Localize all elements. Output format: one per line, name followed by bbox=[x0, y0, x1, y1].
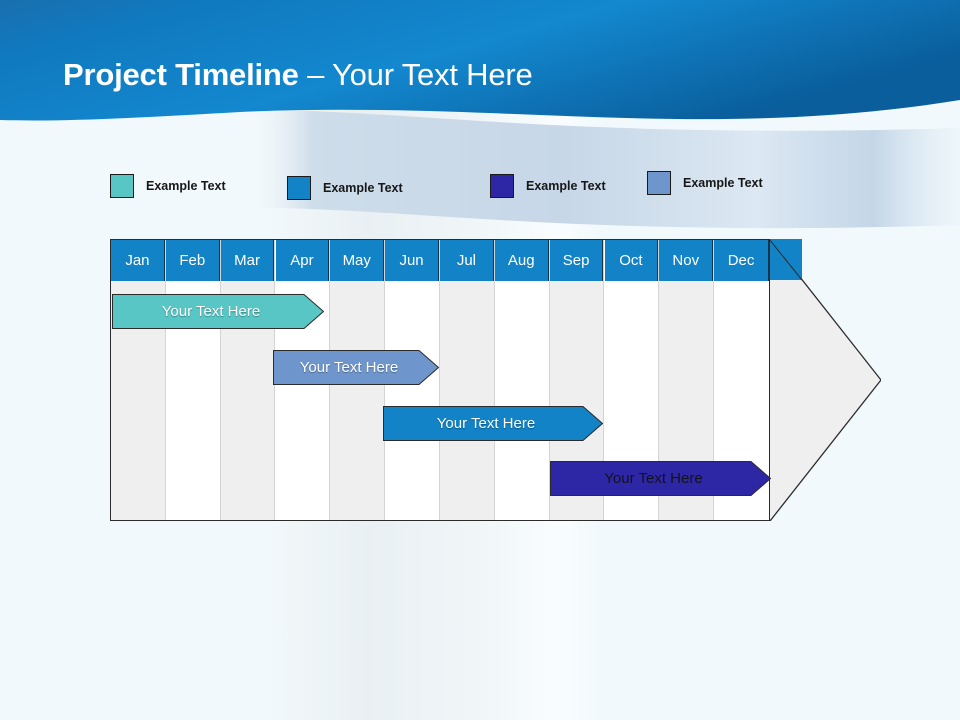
task-bar-shape bbox=[273, 350, 439, 385]
task-bar-label: Your Text Here bbox=[299, 359, 399, 376]
task-bar-label: Your Text Here bbox=[436, 415, 536, 432]
legend-item-1[interactable]: Example Text bbox=[110, 172, 226, 200]
task-bar-label: Your Text Here bbox=[161, 303, 261, 320]
page-title: Project Timeline – Your Text Here bbox=[63, 57, 533, 93]
timeline-column-jul: Jul bbox=[440, 240, 495, 520]
legend-item-4[interactable]: Example Text bbox=[647, 169, 763, 197]
legend-swatch-icon bbox=[647, 171, 671, 195]
legend-swatch-icon bbox=[490, 174, 514, 198]
legend-label: Example Text bbox=[323, 181, 403, 195]
timeline-column-mar: Mar bbox=[220, 240, 276, 520]
legend: Example Text Example Text Example Text Exam… bbox=[110, 168, 870, 200]
page-title-bold: Project Timeline bbox=[63, 57, 299, 92]
background-swoosh bbox=[240, 109, 960, 229]
timeline-task-bar-1[interactable]: Your Text Here bbox=[112, 294, 324, 329]
timeline-task-bar-2[interactable]: Your Text Here bbox=[273, 350, 439, 385]
legend-item-3[interactable]: Example Text bbox=[490, 172, 606, 200]
legend-swatch-icon bbox=[110, 174, 134, 198]
timeline-column-jan: Jan bbox=[111, 240, 166, 520]
month-header-mar[interactable]: Mar bbox=[220, 240, 275, 281]
legend-label: Example Text bbox=[526, 179, 606, 193]
month-header-nov[interactable]: Nov bbox=[659, 240, 714, 281]
legend-swatch-icon bbox=[287, 176, 311, 200]
timeline-task-bar-3[interactable]: Your Text Here bbox=[383, 406, 603, 441]
month-header-apr[interactable]: Apr bbox=[275, 240, 330, 281]
timeline-arrow-head bbox=[769, 239, 881, 521]
month-header-jun[interactable]: Jun bbox=[385, 240, 439, 281]
legend-label: Example Text bbox=[146, 179, 226, 193]
task-bar-shape bbox=[550, 461, 771, 496]
legend-item-2[interactable]: Example Text bbox=[287, 174, 403, 202]
month-header-oct[interactable]: Oct bbox=[604, 240, 659, 281]
month-header-jul[interactable]: Jul bbox=[440, 240, 494, 281]
task-bar-label: Your Text Here bbox=[604, 470, 703, 487]
task-bar-shape bbox=[383, 406, 603, 441]
month-header-sep[interactable]: Sep bbox=[549, 240, 604, 281]
task-bar-shape bbox=[112, 294, 324, 329]
page-title-light: – Your Text Here bbox=[298, 57, 533, 92]
timeline-column-feb: Feb bbox=[165, 240, 221, 520]
legend-label: Example Text bbox=[683, 176, 763, 190]
month-header-may[interactable]: May bbox=[330, 240, 385, 281]
month-header-feb[interactable]: Feb bbox=[165, 240, 220, 281]
timeline-task-bar-4[interactable]: Your Text Here bbox=[550, 461, 771, 496]
month-header-aug[interactable]: Aug bbox=[494, 240, 549, 281]
title-band bbox=[0, 0, 960, 121]
timeline-column-aug: Aug bbox=[494, 240, 550, 520]
month-header-jan[interactable]: Jan bbox=[111, 240, 165, 281]
month-header-dec[interactable]: Dec bbox=[714, 240, 769, 281]
